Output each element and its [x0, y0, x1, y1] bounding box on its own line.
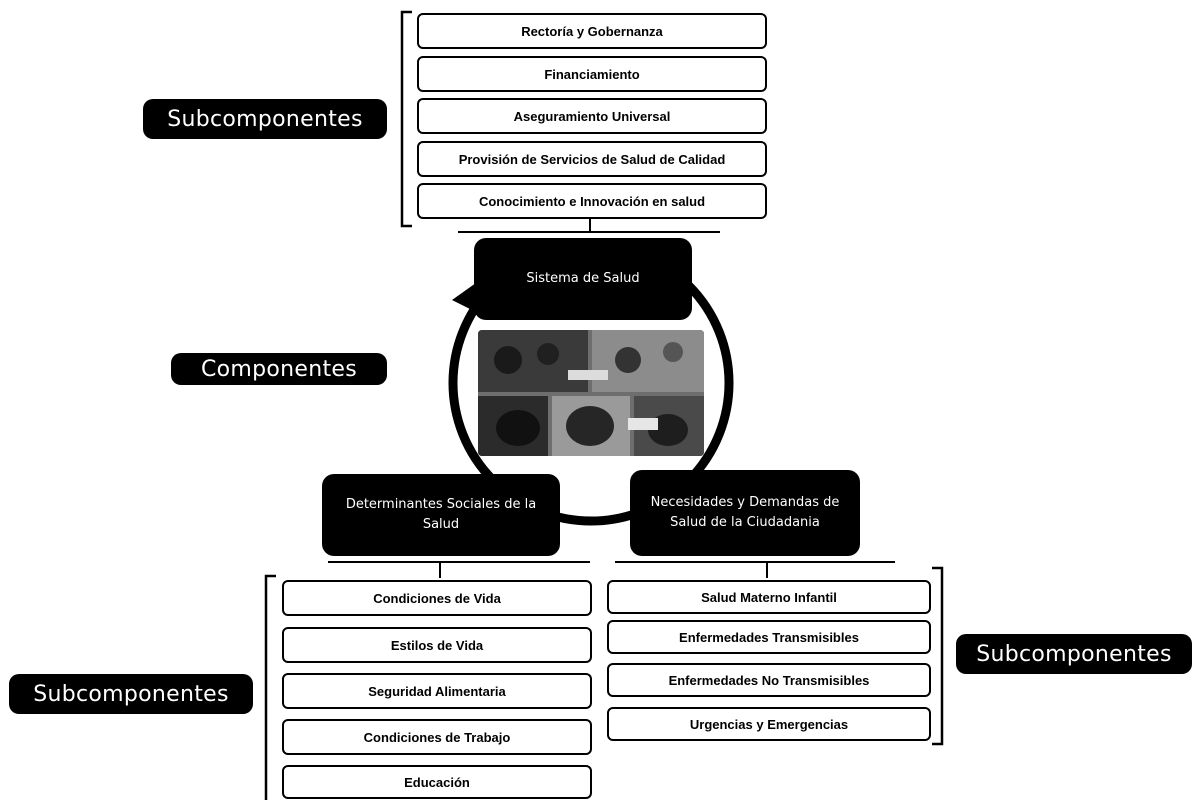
top-item-rectoria: Rectoría y Gobernanza — [417, 13, 767, 49]
right-item-materno-infantil: Salud Materno Infantil — [607, 580, 931, 614]
subcomponentes-left-label: Subcomponentes — [9, 674, 253, 714]
component-determinantes-sociales: Determinantes Sociales de la Salud — [322, 474, 560, 556]
componentes-label: Componentes — [171, 353, 387, 385]
top-item-conocimiento: Conocimiento e Innovación en salud — [417, 183, 767, 219]
right-item-urgencias: Urgencias y Emergencias — [607, 707, 931, 741]
component-necesidades-demandas: Necesidades y Demandas de Salud de la Ci… — [630, 470, 860, 556]
subcomponentes-top-label: Subcomponentes — [143, 99, 387, 139]
top-bracket — [400, 10, 412, 228]
left-item-condiciones-vida: Condiciones de Vida — [282, 580, 592, 616]
top-item-aseguramiento: Aseguramiento Universal — [417, 98, 767, 134]
left-item-seguridad-alimentaria: Seguridad Alimentaria — [282, 673, 592, 709]
left-item-educacion: Educación — [282, 765, 592, 799]
photo-collage-image — [478, 330, 704, 456]
subcomponentes-right-label: Subcomponentes — [956, 634, 1192, 674]
left-bracket — [264, 574, 276, 800]
left-item-condiciones-trabajo: Condiciones de Trabajo — [282, 719, 592, 755]
top-item-financiamiento: Financiamiento — [417, 56, 767, 92]
right-item-no-transmisibles: Enfermedades No Transmisibles — [607, 663, 931, 697]
right-bracket — [932, 566, 944, 746]
top-item-provision: Provisión de Servicios de Salud de Calid… — [417, 141, 767, 177]
left-item-estilos-vida: Estilos de Vida — [282, 627, 592, 663]
component-sistema-de-salud: Sistema de Salud — [474, 238, 692, 320]
right-item-transmisibles: Enfermedades Transmisibles — [607, 620, 931, 654]
health-workers-photo — [478, 330, 704, 456]
